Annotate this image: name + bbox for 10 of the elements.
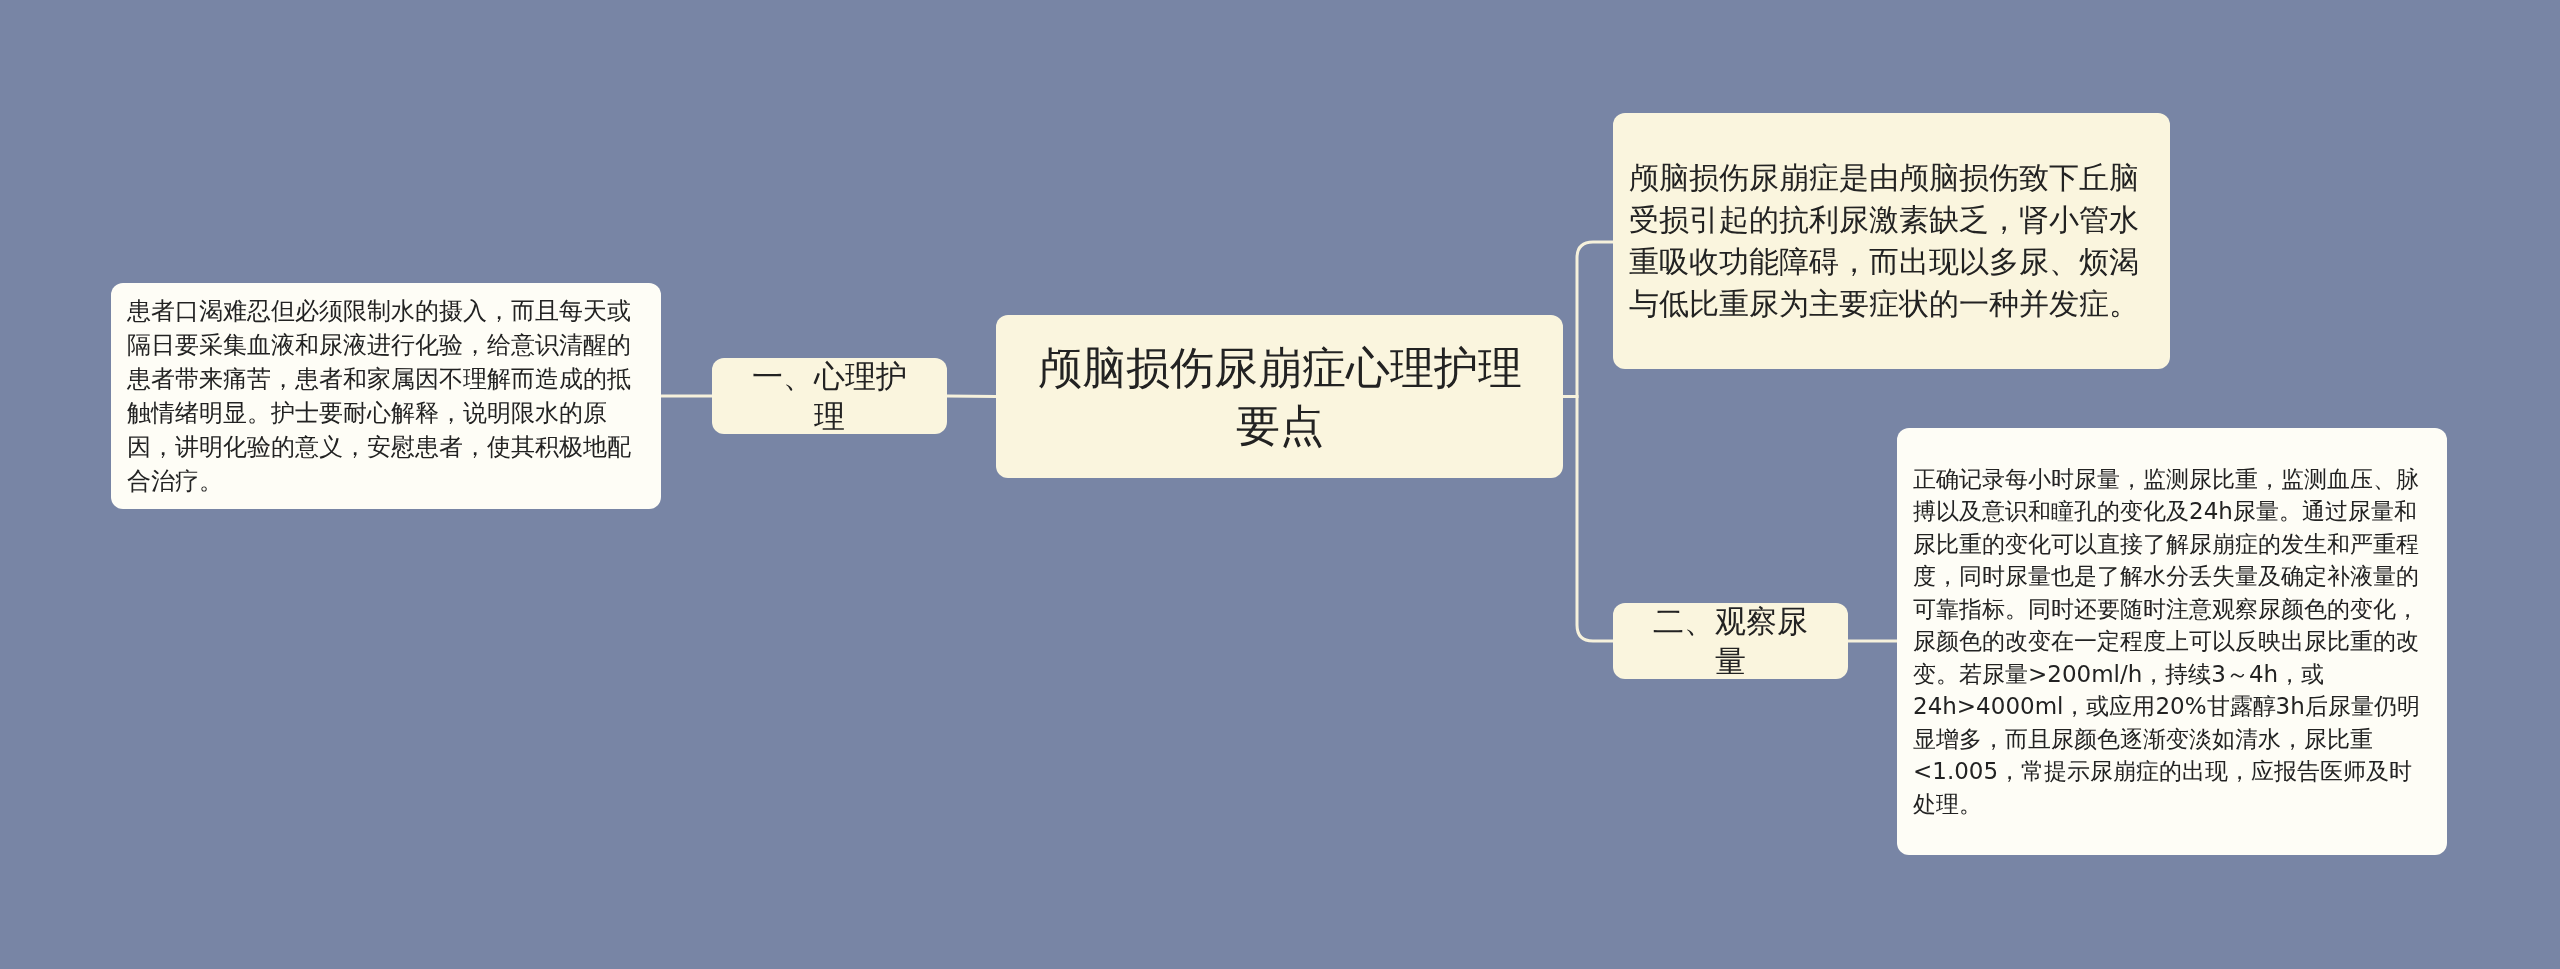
text-box: 颅脑损伤尿崩症是由颅脑损伤致下丘脑受损引起的抗利尿激素缺乏，肾小管水重吸收功能障碍，而出现以多尿、烦渴与低比重尿为主要症状的一种并发症。 — [1613, 113, 2170, 369]
topic-box: 一、心理护理 — [712, 358, 947, 434]
topic-box: 颅脑损伤尿崩症心理护理要点 — [996, 315, 1563, 478]
topic-box: 二、观察尿量 — [1613, 603, 1848, 679]
connector-line — [1563, 395, 1613, 643]
connector-line — [661, 394, 712, 398]
text-box: 正确记录每小时尿量，监测尿比重，监测血压、脉搏以及意识和瞳孔的变化及24h尿量。通过尿量和尿比重的变化可以直接了解尿崩症的发生和严重程度，同时尿量也是了解水分丢失量及确定补液量的可靠指标。同时还要随时注意观察尿颜色的变化，尿颜色的改变在一定程度上可以反映出尿比重的改变。若尿量>200ml/h，持续3～4h，或24h>4000ml，或应用20%甘露醇3h后尿量仍明显增多，而且尿颜色逐渐变淡如清水，尿比重<1.005，常提示尿崩症的出现，应报告医师及时处理。 — [1897, 428, 2447, 855]
connector-line — [947, 394, 996, 398]
text-box: 患者口渴难忍但必须限制水的摄入，而且每天或隔日要采集血液和尿液进行化验，给意识清醒的患者带来痛苦，患者和家属因不理解而造成的抵触情绪明显。护士要耐心解释，说明限水的原因，讲明化验的意义，安慰患者，使其积极地配合治疗。 — [111, 283, 661, 509]
connector-line — [1848, 639, 1897, 643]
